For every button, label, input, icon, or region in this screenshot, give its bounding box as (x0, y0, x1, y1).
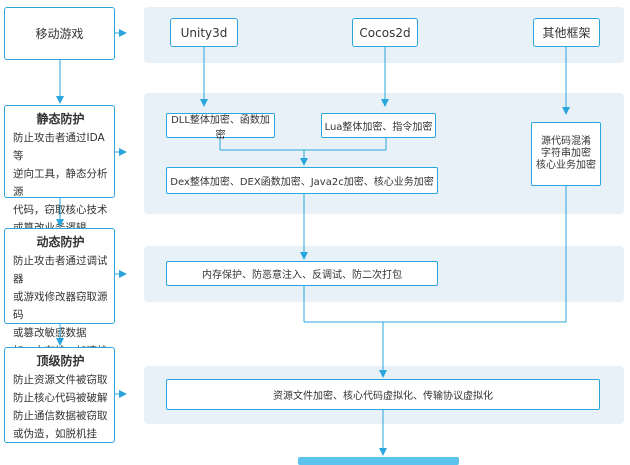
dll-encryption-box: DLL整体加密、函数加密 (166, 113, 275, 141)
top-desc-line: 或伪造，如脱机挂 (13, 428, 97, 440)
dynamic-protection-title: 动态防护 (36, 235, 85, 249)
static-desc-line: 防止攻击者通过IDA等 (13, 132, 105, 162)
memory-protection-box: 内存保护、防恶意注入、反调试、防二次打包 (166, 261, 438, 286)
source-code-line: 源代码混淆 (541, 136, 591, 147)
resource-encryption-label: 资源文件加密、核心代码虚拟化、传输协议虚拟化 (273, 391, 493, 402)
top-desc-line: 防止资源文件被窃取 (13, 374, 108, 386)
dex-encryption-label: Dex整体加密、DEX函数加密、Java2c加密、核心业务加密 (170, 177, 434, 188)
top-protection-box: 顶级防护 防止资源文件被窃取 防止核心代码被破解 防止通信数据被窃取 或伪造，如… (4, 347, 115, 443)
dynamic-desc-line: 防止攻击者通过调试器 (13, 255, 108, 285)
source-code-protection-box: 源代码混淆 字符串加密 核心业务加密 (531, 122, 601, 186)
top-desc-line: 防止通信数据被窃取 (13, 410, 108, 422)
top-desc-line: 防止核心代码被破解 (13, 392, 108, 404)
lua-encryption-label: Lua整体加密、指令加密 (324, 122, 433, 133)
dll-encryption-label: DLL整体加密、函数加密 (171, 114, 270, 141)
static-protection-box: 静态防护 防止攻击者通过IDA等 逆向工具，静态分析源 代码，窃取核心技术 或篡… (4, 105, 115, 234)
lua-encryption-box: Lua整体加密、指令加密 (321, 113, 436, 138)
cocos2d-label: Cocos2d (359, 25, 411, 40)
source-code-line: 字符串加密 (541, 148, 591, 159)
static-protection-title: 静态防护 (36, 112, 85, 126)
dynamic-desc-line: 或游戏修改器窃取源码 (13, 291, 108, 321)
memory-protection-label: 内存保护、防恶意注入、反调试、防二次打包 (202, 270, 402, 281)
unity3d-label: Unity3d (180, 25, 228, 40)
bottom-output-box (298, 457, 459, 465)
dynamic-protection-box: 动态防护 防止攻击者通过调试器 或游戏修改器窃取源码 或篡改敏感数据 如：内存挂… (4, 228, 115, 357)
dynamic-desc-line: 或篡改敏感数据 (13, 327, 87, 339)
resource-encryption-box: 资源文件加密、核心代码虚拟化、传输协议虚拟化 (166, 379, 600, 410)
static-desc-line: 逆向工具，静态分析源 (13, 168, 108, 198)
dex-encryption-box: Dex整体加密、DEX函数加密、Java2c加密、核心业务加密 (166, 167, 438, 194)
other-framework-box: 其他框架 (533, 18, 600, 47)
source-code-line: 核心业务加密 (536, 160, 596, 171)
top-protection-desc: 防止资源文件被窃取 防止核心代码被破解 防止通信数据被窃取 或伪造，如脱机挂 (13, 371, 108, 443)
mobile-game-box: 移动游戏 (4, 7, 115, 60)
top-protection-title: 顶级防护 (36, 354, 85, 368)
mobile-game-label: 移动游戏 (35, 27, 84, 41)
unity3d-box: Unity3d (170, 18, 238, 47)
static-protection-desc: 防止攻击者通过IDA等 逆向工具，静态分析源 代码，窃取核心技术 或篡改业务逻辑 (13, 129, 108, 237)
other-framework-label: 其他框架 (542, 26, 591, 40)
cocos2d-box: Cocos2d (352, 18, 418, 47)
